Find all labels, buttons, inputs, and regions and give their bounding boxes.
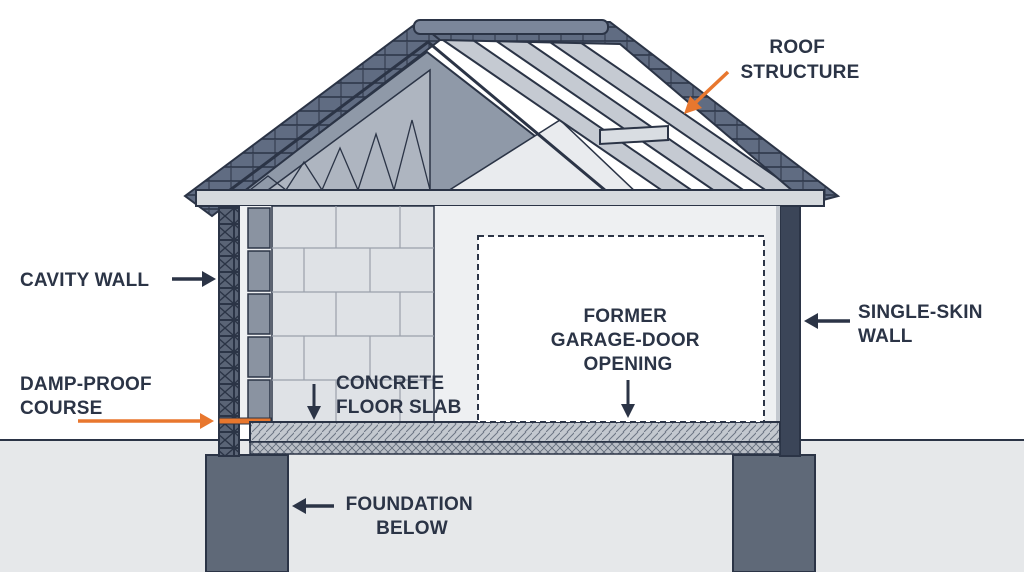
cavity-wall-inner-leaf [247, 207, 271, 421]
single-skin-lining [776, 206, 780, 422]
label-concrete-floor-slab: CONCRETE FLOOR SLAB [336, 373, 462, 418]
arrow-roof-structure [684, 70, 730, 114]
wall-plate [195, 189, 825, 207]
single-skin-wall [779, 205, 801, 457]
arrow-foundation-below [292, 498, 334, 514]
label-damp-proof-course: DAMP-PROOF COURSE [20, 374, 157, 419]
slab-base-mesh [249, 441, 781, 455]
arrow-former-garage-door-opening [621, 380, 635, 418]
label-former-garage-door-opening: FORMER GARAGE-DOOR OPENING [551, 306, 705, 375]
ground [0, 440, 1024, 572]
cavity-wall-outer-leaf [218, 205, 240, 457]
roof-ridge [413, 19, 609, 35]
arrow-concrete-floor-slab [307, 384, 321, 420]
arrow-damp-proof-course [78, 413, 214, 429]
rafter-left [209, 40, 613, 207]
roof-truss [249, 119, 431, 193]
label-single-skin-wall: SINGLE-SKIN WALL [858, 302, 988, 347]
former-door-opening [477, 235, 765, 423]
label-cavity-wall: CAVITY WALL [20, 270, 149, 291]
arrow-single-skin-wall [804, 313, 850, 329]
arrow-cavity-wall [172, 271, 216, 287]
foundation-right [732, 454, 816, 572]
label-foundation-below: FOUNDATION BELOW [346, 494, 479, 539]
foundation-left [205, 454, 289, 572]
floor-slab [249, 421, 781, 443]
label-roof-structure: ROOF STRUCTURE [741, 37, 860, 83]
